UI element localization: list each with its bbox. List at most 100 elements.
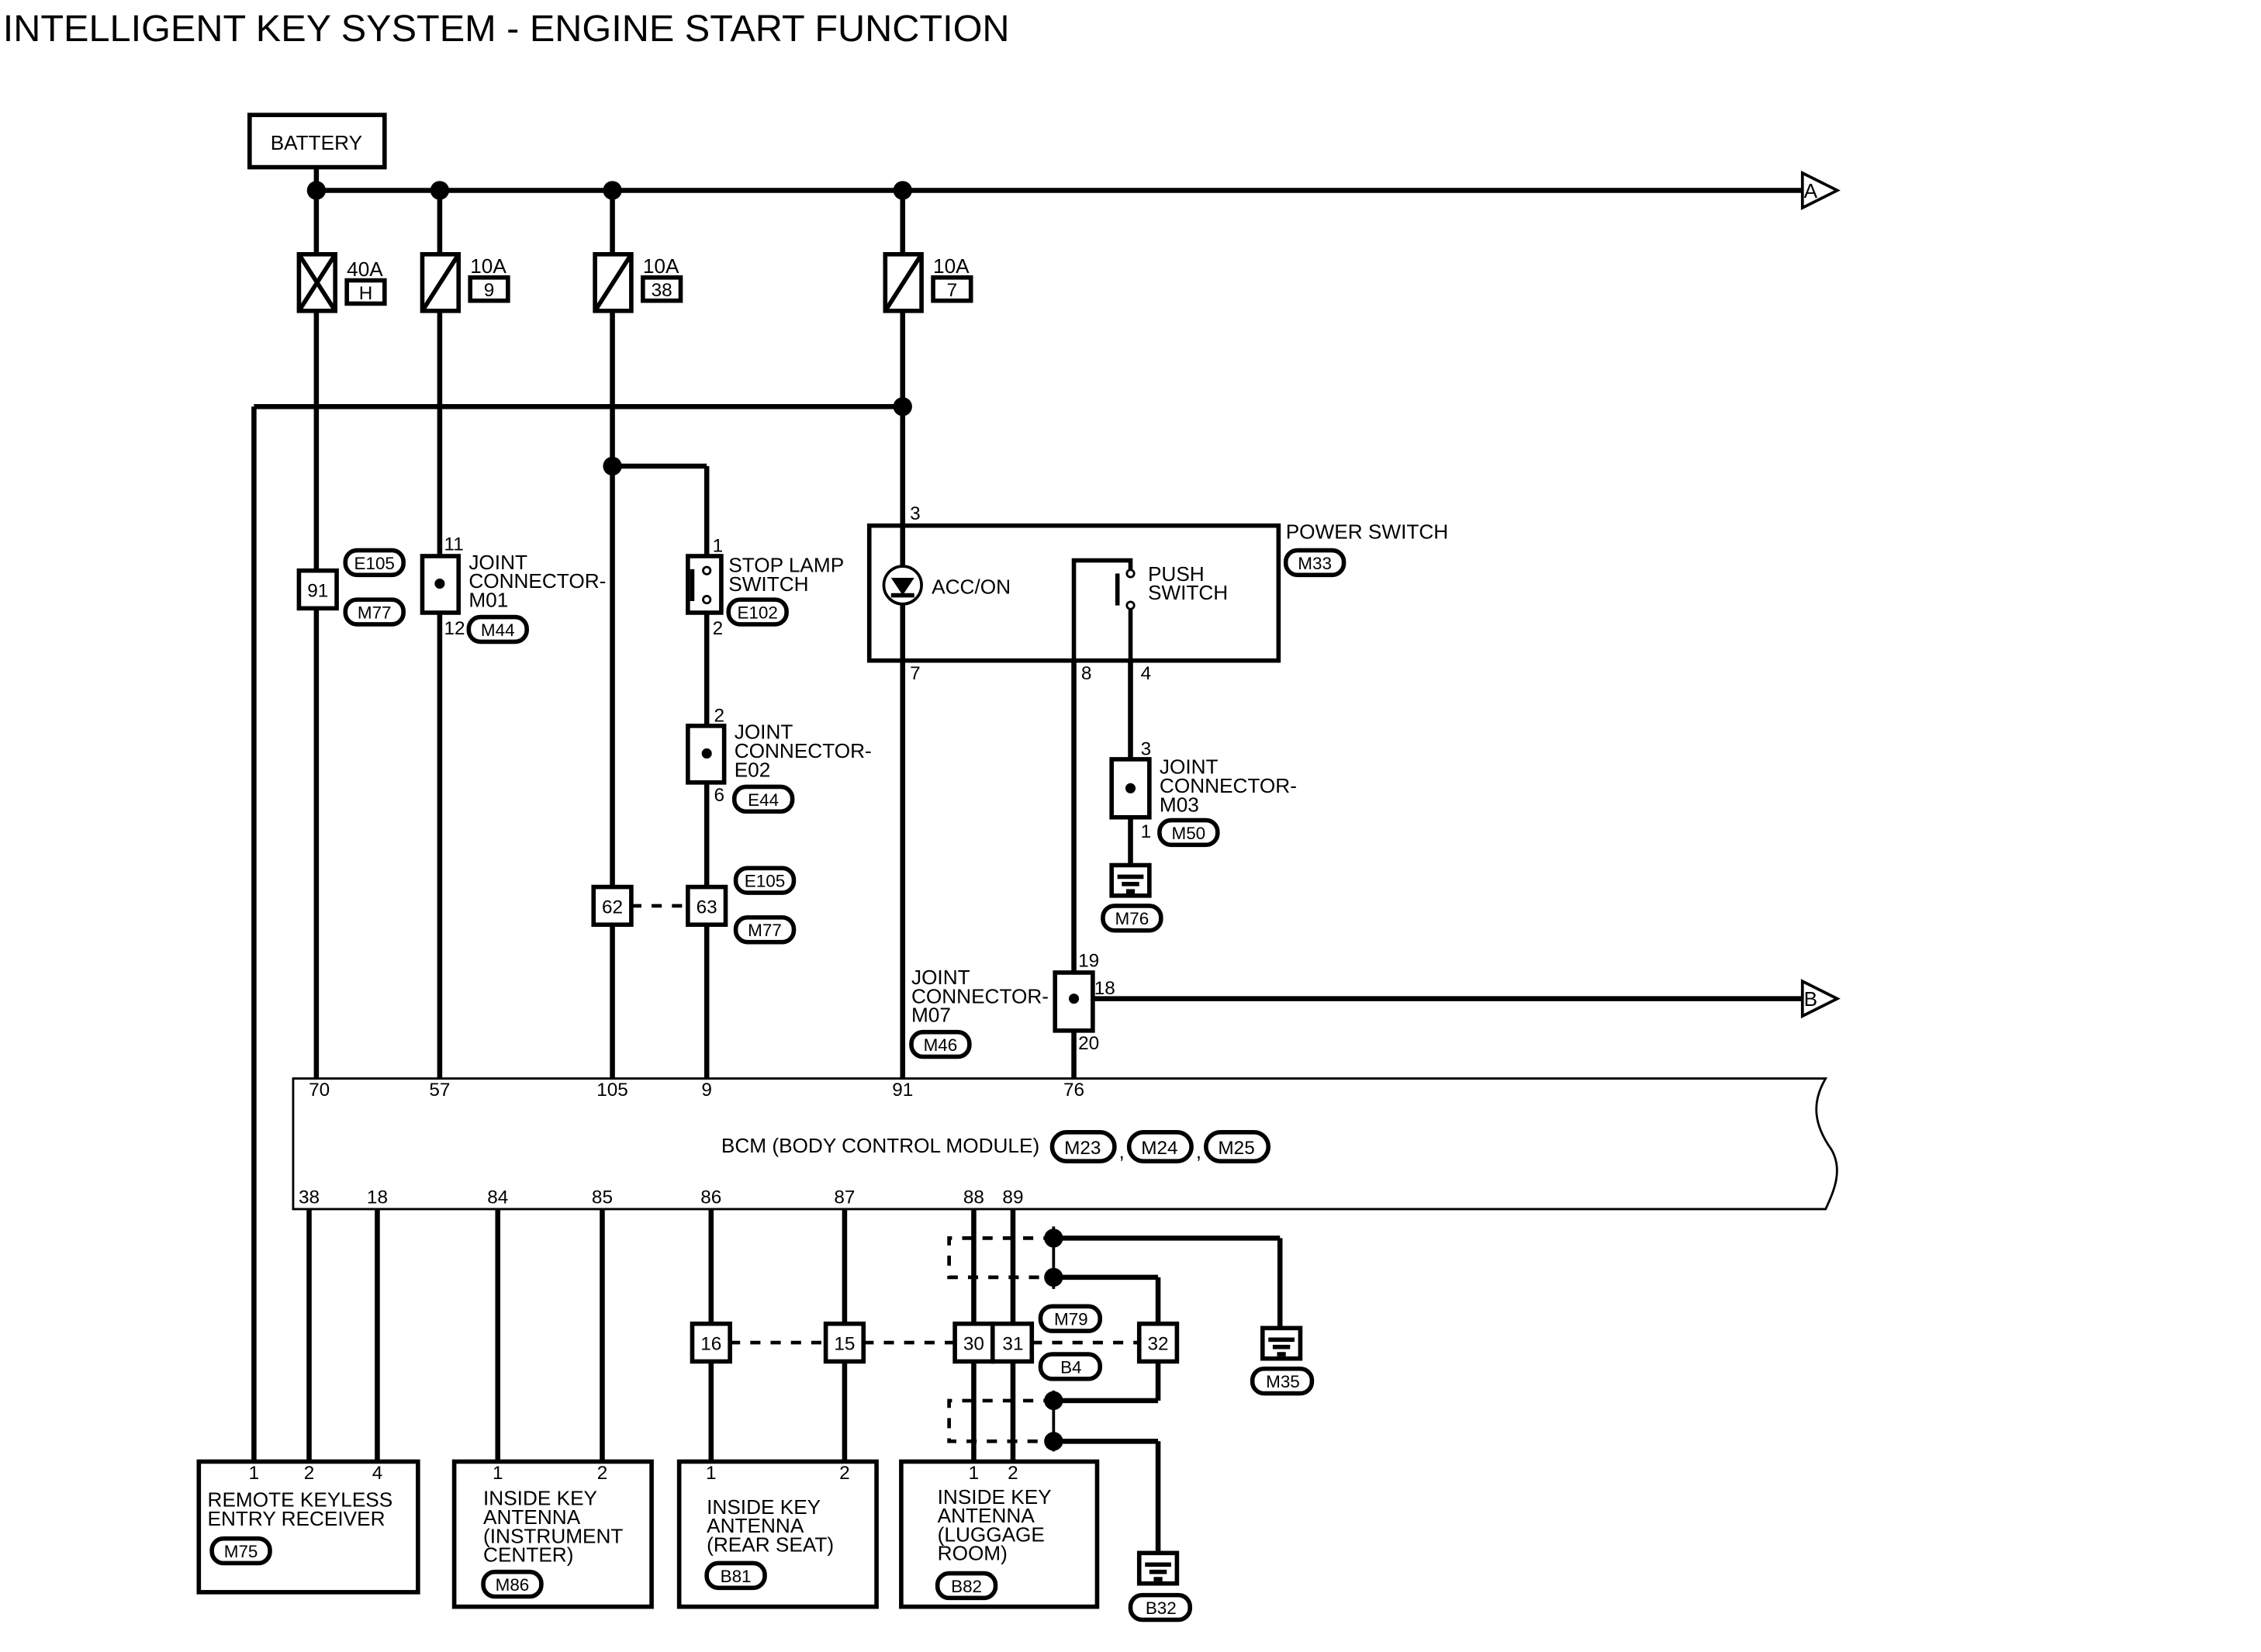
bcm-pin: 88 <box>963 1187 984 1208</box>
svg-text:M01: M01 <box>468 588 508 611</box>
svg-text:E44: E44 <box>748 790 779 810</box>
bcm-pin: 9 <box>701 1080 712 1101</box>
svg-text:B4: B4 <box>1060 1357 1081 1377</box>
joint-connector-m07: 19 18 20 JOINT CONNECTOR- M07 M46 <box>909 950 1115 1059</box>
svg-text:E105: E105 <box>354 554 395 573</box>
svg-text:INSIDE KEY: INSIDE KEY <box>938 1485 1052 1509</box>
harness-connector-91: 91 E105 M77 <box>296 548 406 627</box>
svg-text:7: 7 <box>910 663 921 684</box>
svg-text:20: 20 <box>1078 1033 1099 1054</box>
svg-text:1: 1 <box>706 1463 717 1484</box>
bcm-pin: 76 <box>1063 1080 1084 1101</box>
svg-text:CONNECTOR-: CONNECTOR- <box>468 569 606 593</box>
svg-text:31: 31 <box>1002 1333 1023 1354</box>
bcm-pin: 38 <box>299 1187 320 1208</box>
svg-text:CONNECTOR-: CONNECTOR- <box>735 739 872 762</box>
svg-text:4: 4 <box>372 1463 383 1484</box>
svg-text:(INSTRUMENT: (INSTRUMENT <box>483 1524 623 1547</box>
svg-text:E105: E105 <box>745 872 785 891</box>
fuse-10a-7: 10A 7 <box>883 252 973 313</box>
svg-text:PUSH: PUSH <box>1148 562 1205 586</box>
inside-key-antenna-luggage-room: 1 2 INSIDE KEY ANTENNA (LUGGAGE ROOM) B8… <box>899 1459 1100 1609</box>
svg-text:16: 16 <box>700 1333 721 1354</box>
svg-text:SWITCH: SWITCH <box>728 572 808 596</box>
svg-text:M50: M50 <box>1172 824 1206 843</box>
stop-lamp-switch: 1 2 STOP LAMP SWITCH E102 <box>686 535 844 639</box>
joint-connector-e02: 2 6 JOINT CONNECTOR- E02 E44 <box>686 705 872 814</box>
svg-text:9: 9 <box>484 280 495 301</box>
bcm-pin: 87 <box>834 1187 855 1208</box>
ground-m76: M76 <box>1101 862 1163 933</box>
svg-text:,: , <box>1119 1139 1125 1163</box>
svg-text:B: B <box>1804 987 1817 1011</box>
svg-text:E02: E02 <box>735 758 771 781</box>
bcm-pin: 89 <box>1002 1187 1023 1208</box>
svg-text:M25: M25 <box>1218 1138 1254 1159</box>
fuse-10a-38: 10A 38 <box>593 252 683 313</box>
svg-text:M86: M86 <box>496 1575 530 1595</box>
svg-text:ENTRY RECEIVER: ENTRY RECEIVER <box>208 1507 385 1530</box>
bcm: BCM (BODY CONTROL MODULE) M23 , M24 , M2… <box>292 1077 1838 1211</box>
svg-text:M77: M77 <box>358 603 392 622</box>
bcm-pin: 84 <box>487 1187 508 1208</box>
svg-text:4: 4 <box>1141 663 1152 684</box>
svg-text:M77: M77 <box>748 921 782 940</box>
svg-text:19: 19 <box>1078 950 1099 971</box>
svg-text:E102: E102 <box>737 603 777 622</box>
svg-text:2: 2 <box>839 1463 850 1484</box>
svg-text:CENTER): CENTER) <box>483 1543 573 1567</box>
battery-label: BATTERY <box>271 131 362 154</box>
svg-text:POWER SWITCH: POWER SWITCH <box>1286 520 1449 544</box>
svg-text:(LUGGAGE: (LUGGAGE <box>938 1522 1045 1546</box>
bcm-pin: 91 <box>892 1080 913 1101</box>
svg-text:H: H <box>359 283 373 304</box>
svg-text:30: 30 <box>963 1333 984 1354</box>
svg-text:2: 2 <box>1008 1463 1018 1484</box>
battery: BATTERY <box>247 112 387 170</box>
svg-text:62: 62 <box>602 897 623 918</box>
svg-text:2: 2 <box>597 1463 608 1484</box>
svg-text:7: 7 <box>947 280 958 301</box>
svg-text:INSIDE KEY: INSIDE KEY <box>707 1495 821 1519</box>
svg-text:STOP LAMP: STOP LAMP <box>728 554 844 577</box>
svg-text:JOINT: JOINT <box>468 551 527 574</box>
shield-dashes <box>947 1236 1054 1443</box>
svg-text:CONNECTOR-: CONNECTOR- <box>1160 774 1297 797</box>
svg-text:15: 15 <box>834 1333 855 1354</box>
svg-text:2: 2 <box>304 1463 315 1484</box>
svg-text:M03: M03 <box>1160 793 1199 816</box>
svg-text:M79: M79 <box>1054 1310 1088 1329</box>
svg-text:A: A <box>1804 179 1818 202</box>
svg-text:M35: M35 <box>1266 1372 1300 1391</box>
fuse-10a-9: 10A 9 <box>420 252 510 313</box>
harness-connector-row: 16 15 30 31 32 M79 B4 <box>690 1304 1180 1381</box>
harness-connector-62-63: 62 63 E105 M77 <box>591 866 797 945</box>
svg-text:CONNECTOR-: CONNECTOR- <box>911 984 1049 1007</box>
svg-text:B82: B82 <box>951 1577 982 1596</box>
fuse-40a: 40A H <box>296 252 387 313</box>
svg-text:ANTENNA: ANTENNA <box>707 1514 804 1537</box>
svg-text:M07: M07 <box>911 1004 951 1027</box>
svg-text:1: 1 <box>713 535 724 556</box>
svg-text:JOINT: JOINT <box>911 966 970 989</box>
ground-m35: M35 <box>1250 1325 1315 1396</box>
svg-text:10A: 10A <box>933 254 970 278</box>
svg-text:8: 8 <box>1081 663 1092 684</box>
svg-text:1: 1 <box>493 1463 503 1484</box>
remote-keyless-entry-receiver: 1 2 4 REMOTE KEYLESS ENTRY RECEIVER M75 <box>196 1459 420 1595</box>
svg-text:1: 1 <box>249 1463 260 1484</box>
svg-text:SWITCH: SWITCH <box>1148 581 1228 604</box>
svg-text:1: 1 <box>969 1463 980 1484</box>
svg-text:ACC/ON: ACC/ON <box>932 575 1011 599</box>
svg-text:M46: M46 <box>924 1035 958 1055</box>
svg-text:2: 2 <box>714 705 725 726</box>
bcm-pin: 86 <box>700 1187 721 1208</box>
svg-text:6: 6 <box>714 785 725 806</box>
svg-text:JOINT: JOINT <box>735 721 793 744</box>
svg-text:B32: B32 <box>1146 1598 1177 1618</box>
svg-text:91: 91 <box>307 580 328 601</box>
svg-text:10A: 10A <box>643 254 679 278</box>
inside-key-antenna-instrument-center: 1 2 INSIDE KEY ANTENNA (INSTRUMENT CENTE… <box>451 1459 654 1609</box>
svg-text:M75: M75 <box>224 1542 258 1561</box>
